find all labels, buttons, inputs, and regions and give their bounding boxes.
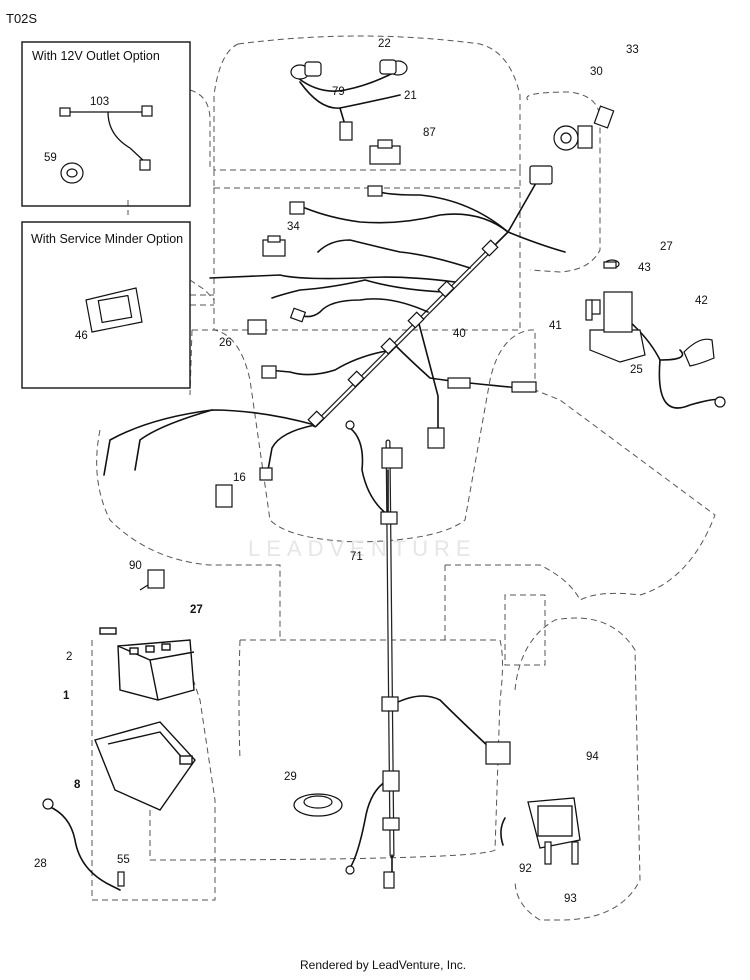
callout-43: 43: [638, 262, 651, 274]
callout-26: 26: [219, 337, 232, 349]
callout-29: 29: [284, 771, 297, 783]
callout-90: 90: [129, 560, 142, 572]
callout-21: 21: [404, 90, 417, 102]
callout-1: 1: [63, 690, 70, 702]
battery: [99, 627, 195, 701]
callout-94: 94: [586, 751, 599, 763]
callout-79: 79: [332, 86, 345, 98]
watermark: LEADVENTURE: [248, 536, 477, 561]
callout-92: 92: [519, 863, 532, 875]
relay: [369, 139, 401, 165]
callout-34: 34: [287, 221, 300, 233]
callout-93: 93: [564, 893, 577, 905]
service-minder: [85, 287, 143, 333]
power-outlet: [59, 105, 153, 184]
callout-30: 30: [590, 66, 603, 78]
callout-27-battery: 27: [190, 604, 203, 616]
headlights: [290, 59, 408, 141]
callout-46: 46: [75, 330, 88, 342]
starter-solenoid: [589, 259, 646, 363]
outlet-inset-frame: [21, 41, 191, 207]
callout-8: 8: [74, 779, 81, 791]
horn-plug: [293, 793, 343, 817]
diagram-code: T02S: [6, 11, 38, 26]
service-minder-inset-title: With Service Minder Option: [31, 232, 184, 246]
callout-25: 25: [630, 364, 643, 376]
service-minder-inset-frame: [21, 221, 191, 389]
callout-40: 40: [453, 328, 466, 340]
callout-2: 2: [66, 651, 73, 663]
callout-103: 103: [90, 96, 110, 108]
callout-55: 55: [117, 854, 130, 866]
chassis-outline: [91, 35, 716, 921]
callout-22: 22: [378, 38, 391, 50]
pto-switch: [262, 235, 286, 257]
inset-frames: [21, 41, 191, 389]
callout-42: 42: [695, 295, 708, 307]
outlet-inset-title: With 12V Outlet Option: [32, 49, 160, 63]
connectors: [42, 165, 726, 889]
callout-41: 41: [549, 320, 562, 332]
battery-tray: [94, 721, 196, 811]
ignition-key: [593, 105, 615, 129]
callout-16: 16: [233, 472, 246, 484]
callout-33: 33: [626, 44, 639, 56]
callout-27-top: 27: [660, 241, 673, 253]
callout-71: 71: [350, 551, 363, 563]
callout-28: 28: [34, 858, 47, 870]
callout-59: 59: [44, 152, 57, 164]
footer-credit: Rendered by LeadVenture, Inc.: [300, 958, 467, 972]
control-module: [527, 797, 581, 849]
terminal-boot: [683, 338, 715, 367]
callout-87: 87: [423, 127, 436, 139]
ignition-switch: [553, 125, 593, 151]
fuse-holder: [139, 569, 165, 591]
fasteners: [117, 261, 617, 887]
